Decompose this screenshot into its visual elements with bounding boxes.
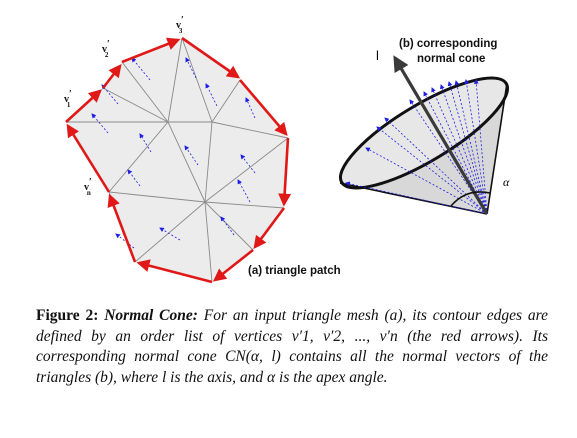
apex-angle-arc	[450, 191, 491, 207]
caption-body: For an input triangle mesh (a), its cont…	[36, 307, 549, 386]
cone-axis	[393, 55, 489, 215]
svg-text:v′n: v′n	[84, 177, 92, 197]
apex-angle-label: α	[503, 175, 510, 189]
panel-b-label-line1: (b) corresponding	[399, 38, 497, 50]
vertex-label-v1: v′1	[64, 89, 72, 109]
panel-b-label-line2: normal cone	[417, 53, 485, 65]
vertex-label-v2: v′2	[102, 39, 110, 59]
svg-text:v′1: v′1	[64, 89, 72, 109]
figure-caption: Figure 2: Normal Cone: For an input tria…	[36, 306, 548, 388]
svg-text:v′2: v′2	[102, 39, 110, 59]
svg-text:v′3: v′3	[176, 15, 184, 35]
panel-a-label: (a) triangle patch	[248, 265, 341, 277]
caption-title: Normal Cone:	[104, 307, 198, 324]
vertex-label-v3: v′3	[176, 15, 184, 35]
caption-figure-number: Figure 2:	[36, 307, 99, 324]
normal-cone: α l (b) corresponding normal cone	[338, 38, 510, 215]
triangle-patch: v′1 v′2 v′3 v′n (a) triangle patch	[64, 15, 341, 284]
cone-side-right	[486, 82, 508, 215]
axis-label: l	[376, 48, 379, 63]
vertex-label-vn: v′n	[84, 177, 92, 197]
face-normals	[91, 57, 256, 249]
contour-arrows	[65, 36, 292, 284]
mesh-fill	[66, 38, 288, 282]
normal-cone-figure: v′1 v′2 v′3 v′n (a) triangle patch	[64, 15, 510, 284]
cone-normals	[345, 79, 488, 215]
